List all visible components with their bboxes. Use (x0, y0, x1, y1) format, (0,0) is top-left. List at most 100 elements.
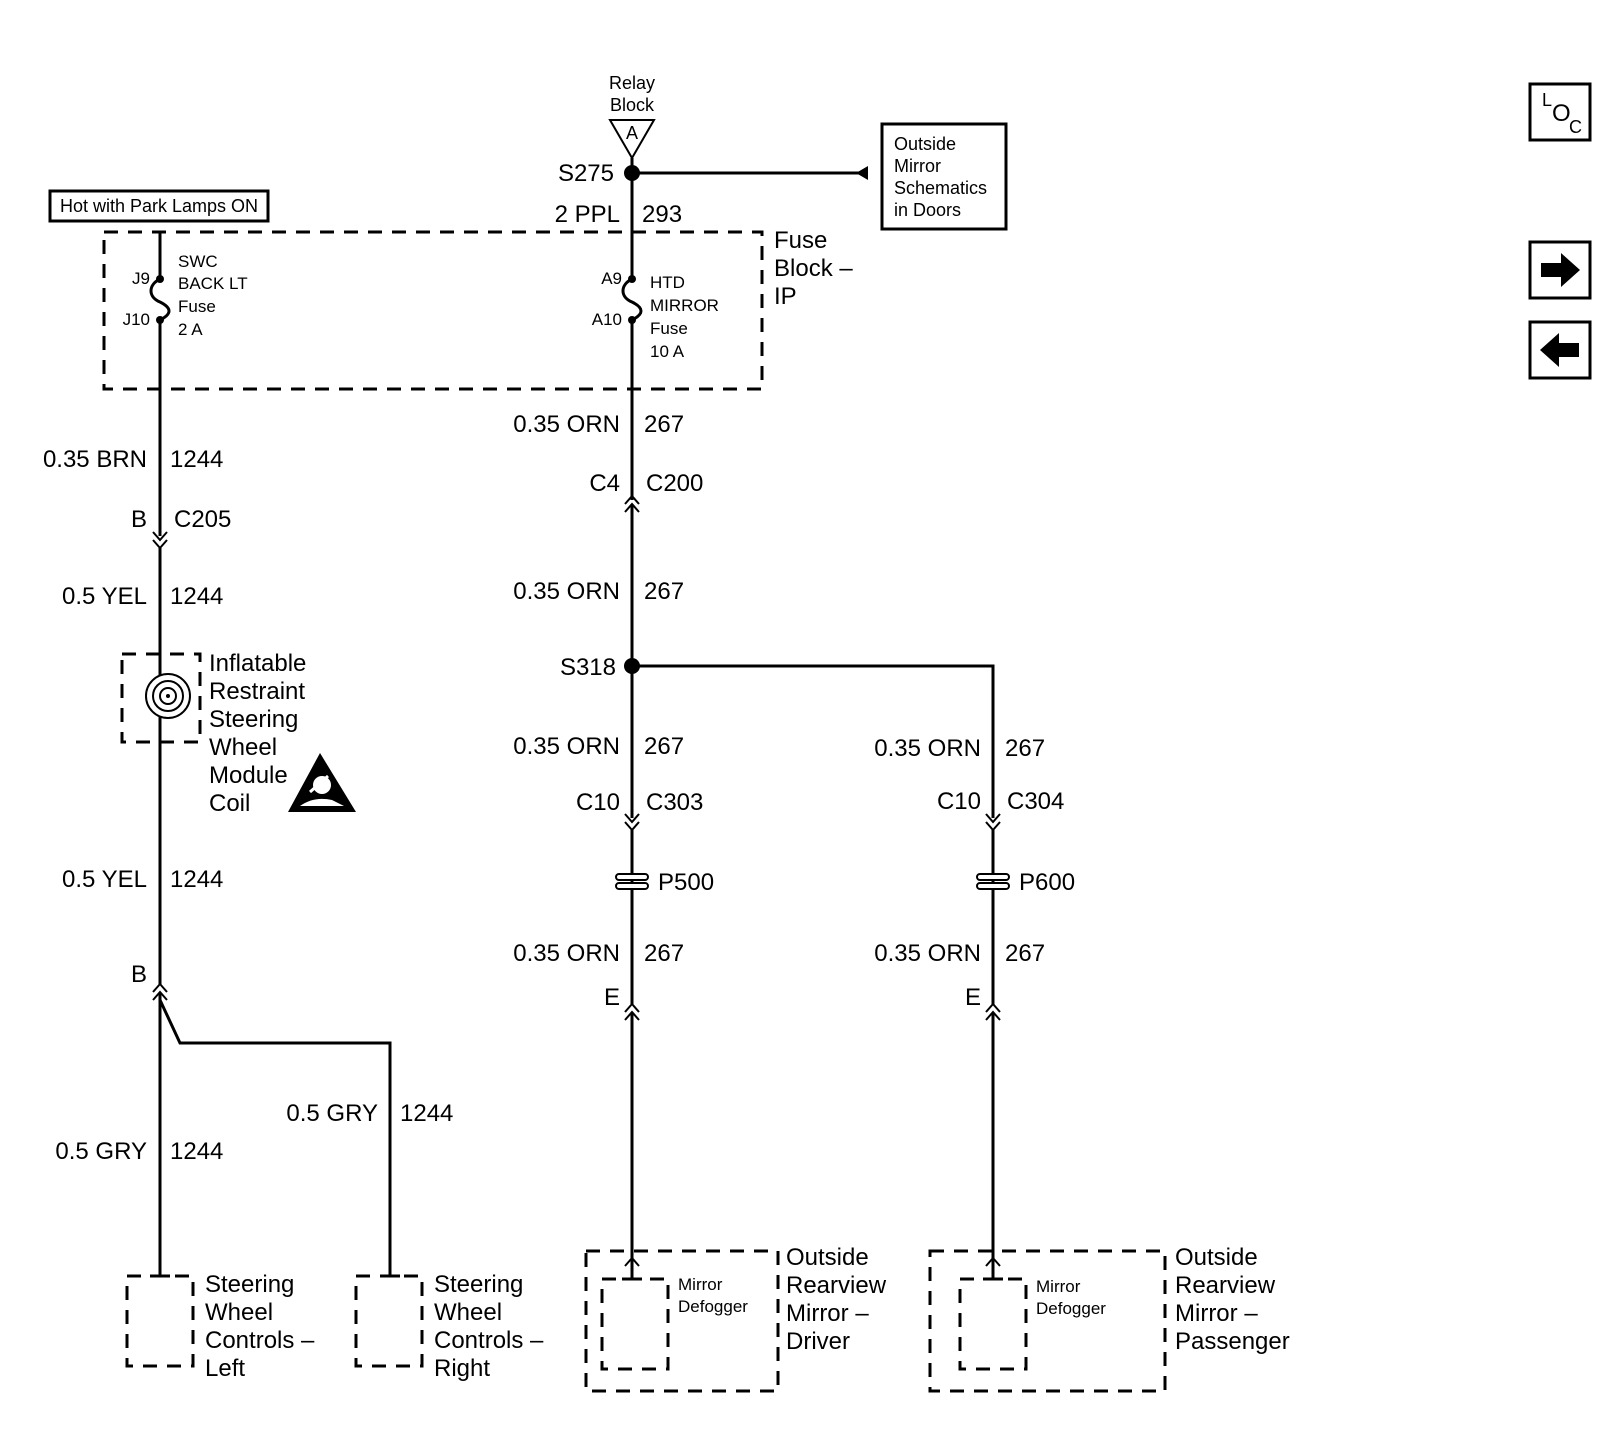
driver-defogger-line-1: Mirror (678, 1275, 723, 1294)
swc-fuse-line-1: SWC (178, 252, 218, 271)
swc-right-line-3: Controls – (434, 1327, 544, 1354)
wire-ppl-gauge: 2 PPL (555, 201, 620, 228)
fuse-icon (149, 277, 171, 322)
mirror-fuse-out-pin: A10 (592, 310, 622, 329)
ref-line-1: Outside (894, 134, 956, 154)
e-driver-pin: E (604, 984, 620, 1011)
hot-label: Hot with Park Lamps ON (60, 196, 258, 216)
c200-pin: C4 (589, 470, 620, 497)
c200-name: C200 (646, 470, 703, 497)
wire-orn6-gauge: 0.35 ORN (874, 940, 981, 967)
wire-brn-circuit: 1244 (170, 446, 223, 473)
swc-left-line-1: Steering (205, 1271, 294, 1298)
wire-gry-left-circuit: 1244 (170, 1138, 223, 1165)
mirror-passenger-line-2: Rearview (1175, 1272, 1276, 1299)
swc-fuse-line-3: Fuse (178, 297, 216, 316)
wire-orn6-circuit: 267 (1005, 940, 1045, 967)
wire-orn5-circuit: 267 (644, 940, 684, 967)
swc-left-line-3: Controls – (205, 1327, 315, 1354)
passthrough-p600-icon (976, 873, 1010, 890)
fuse-block-label-3: IP (774, 283, 797, 310)
arrow-left-icon (1540, 333, 1579, 367)
p500-name: P500 (658, 869, 714, 896)
arrow-left-icon-ref (856, 166, 868, 180)
wire-orn3-gauge: 0.35 ORN (513, 733, 620, 760)
connector-mirror-passenger-icon (985, 1256, 1001, 1267)
svg-text:C: C (1569, 117, 1582, 137)
mirror-passenger-line-3: Mirror – (1175, 1300, 1258, 1327)
previous-page-button[interactable] (1528, 320, 1592, 380)
mirror-passenger-line-1: Outside (1175, 1244, 1258, 1271)
ref-line-4: in Doors (894, 200, 961, 220)
mirror-fuse-line-1: HTD (650, 273, 685, 292)
airbag-coil-component: Inflatable Restraint Steering Wheel Modu… (120, 650, 356, 817)
location-icon: L O C (1542, 90, 1582, 137)
relay-terminal-label: A (626, 123, 638, 143)
c303-pin: C10 (576, 789, 620, 816)
fuse-block-label-2: Block – (774, 255, 853, 282)
mirror-passenger-component: Mirror Defogger Outside Rearview Mirror … (928, 1244, 1290, 1393)
swc-right-line-2: Wheel (434, 1299, 502, 1326)
relay-block-label-2: Block (610, 95, 655, 115)
c205-pin: B (131, 506, 147, 533)
wire-orn5-gauge: 0.35 ORN (513, 940, 620, 967)
p600-name: P600 (1019, 869, 1075, 896)
passenger-defogger-line-2: Defogger (1036, 1299, 1106, 1318)
mirror-fuse-line-2: MIRROR (650, 296, 719, 315)
wire-gry-right-circuit: 1244 (400, 1100, 453, 1127)
fuse-icon (621, 277, 643, 322)
hot-label-box: Hot with Park Lamps ON (48, 189, 270, 223)
ref-line-2: Mirror (894, 156, 941, 176)
airbag-line-3: Steering (209, 706, 298, 733)
htd-mirror-fuse: A9 A10 HTD MIRROR Fuse 10 A (592, 232, 719, 361)
connector-mirror-driver-icon (624, 1256, 640, 1267)
b-lower-pin: B (131, 961, 147, 988)
passenger-defogger-line-1: Mirror (1036, 1277, 1081, 1296)
fuse-block-label-1: Fuse (774, 227, 827, 254)
outside-mirror-ref-box[interactable]: Outside Mirror Schematics in Doors (880, 122, 1008, 231)
wire-orn4-circuit: 267 (1005, 735, 1045, 762)
mirror-driver-component: Mirror Defogger Outside Rearview Mirror … (584, 1244, 887, 1393)
wire-yel1-circuit: 1244 (170, 583, 223, 610)
swc-right-component: Steering Wheel Controls – Right (354, 1271, 544, 1382)
airbag-line-2: Restraint (209, 678, 305, 705)
passthrough-p500-icon (615, 873, 649, 890)
swc-fuse-line-2: BACK LT (178, 274, 248, 293)
svg-text:L: L (1542, 90, 1552, 110)
location-button[interactable]: L O C (1528, 82, 1592, 142)
e-passenger-pin: E (965, 984, 981, 1011)
airbag-warning-icon (288, 753, 356, 812)
wire-yel2-circuit: 1244 (170, 866, 223, 893)
wire-gry-right-1244 (158, 999, 392, 1276)
wire-gry-right-gauge: 0.5 GRY (286, 1100, 378, 1127)
relay-block-label-1: Relay (609, 73, 655, 93)
airbag-line-5: Module (209, 762, 288, 789)
wire-brn-gauge: 0.35 BRN (43, 446, 147, 473)
mirror-driver-line-4: Driver (786, 1328, 850, 1355)
wire-orn2-circuit: 267 (644, 578, 684, 605)
c303-name: C303 (646, 789, 703, 816)
mirror-driver-line-2: Rearview (786, 1272, 887, 1299)
next-page-button[interactable] (1528, 240, 1592, 300)
swc-fuse-line-4: 2 A (178, 320, 203, 339)
ref-line-3: Schematics (894, 178, 987, 198)
arrow-right-icon (1541, 253, 1580, 287)
relay-block: Relay Block A (608, 73, 656, 160)
relay-terminal-triangle-icon (608, 119, 656, 160)
wire-yel2-gauge: 0.5 YEL (62, 866, 147, 893)
wire-yel1-gauge: 0.5 YEL (62, 583, 147, 610)
mirror-fuse-in-pin: A9 (601, 269, 622, 288)
c304-name: C304 (1007, 788, 1064, 815)
swc-left-line-2: Wheel (205, 1299, 273, 1326)
mirror-fuse-line-3: Fuse (650, 319, 688, 338)
wire-orn1-gauge: 0.35 ORN (513, 411, 620, 438)
airbag-line-6: Coil (209, 790, 250, 817)
mirror-driver-line-3: Mirror – (786, 1300, 869, 1327)
wire-orn4-gauge: 0.35 ORN (874, 735, 981, 762)
mirror-passenger-line-4: Passenger (1175, 1328, 1290, 1355)
mirror-fuse-line-4: 10 A (650, 342, 685, 361)
swc-fuse-out-pin: J10 (123, 310, 150, 329)
driver-defogger-line-2: Defogger (678, 1297, 748, 1316)
swc-fuse-in-pin: J9 (132, 269, 150, 288)
